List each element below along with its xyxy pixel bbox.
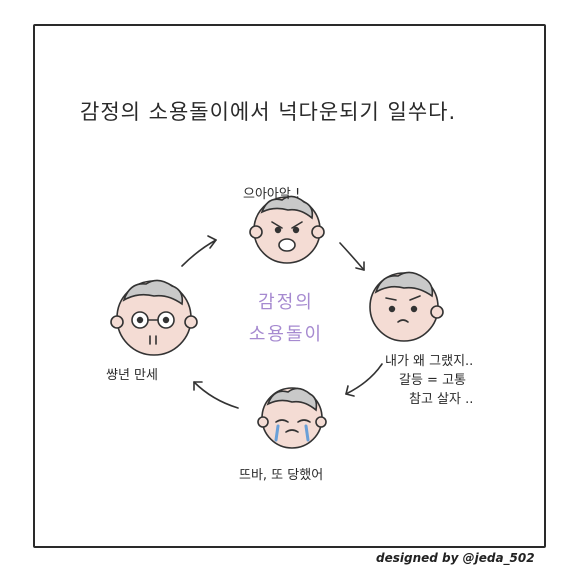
center-label-line2: 소용돌이 bbox=[248, 324, 324, 345]
caption-right: 내가 왜 그랬지.. 갈등 = 고통 참고 살자 .. bbox=[385, 352, 473, 409]
arrow-top-to-right bbox=[339, 242, 365, 271]
face-exhausted bbox=[110, 279, 198, 356]
caption-left: 썅년 만세 bbox=[106, 368, 158, 383]
comic-frame bbox=[33, 24, 546, 548]
center-label-line1: 감정의 bbox=[258, 292, 314, 313]
face-worried bbox=[369, 271, 444, 342]
caption-right-line3: 참고 살자 .. bbox=[409, 392, 474, 407]
caption-right-line2: 갈등 = 고통 bbox=[399, 373, 466, 388]
face-screaming bbox=[249, 195, 325, 264]
page-title: 감정의 소용돌이에서 넉다운되기 일쑤다. bbox=[80, 100, 457, 124]
caption-right-line1: 내가 왜 그랬지.. bbox=[385, 354, 474, 369]
arrow-right-to-bottom bbox=[345, 363, 383, 395]
caption-bottom: 뜨바, 또 당했어 bbox=[239, 468, 324, 483]
arrow-left-to-top bbox=[181, 239, 217, 267]
center-label: 감정의 소용돌이 bbox=[236, 287, 336, 351]
caption-top: 으아아악 ! bbox=[243, 187, 301, 202]
arrow-bottom-to-left bbox=[193, 381, 239, 409]
designer-credit: designed by @jeda_502 bbox=[376, 551, 535, 565]
face-crying bbox=[257, 387, 327, 449]
